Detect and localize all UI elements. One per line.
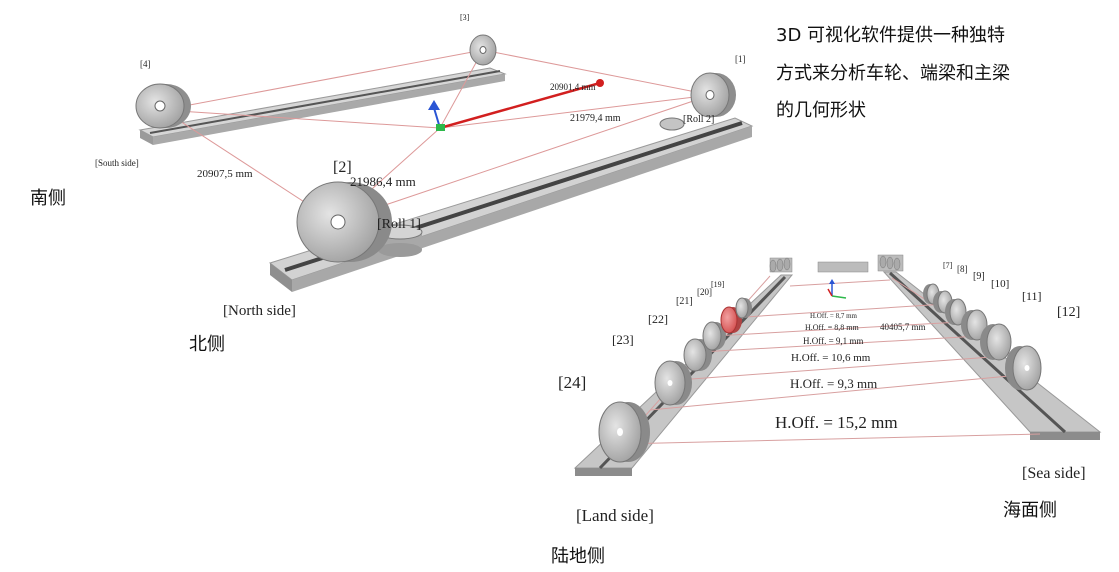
wheel-9: [945, 298, 967, 326]
wheel-2: [296, 181, 392, 263]
wheel-label-3: [3]: [460, 13, 470, 22]
cn-land-label: 陆地侧: [551, 546, 605, 567]
offset-label-6: H.Off. = 15,2 mm: [775, 413, 898, 432]
far-wheels-right: [879, 255, 901, 271]
far-wheels-left: [769, 257, 791, 273]
measurement-lines: [162, 49, 712, 223]
wheel-label-8: [8]: [957, 264, 968, 274]
wheel-4: [135, 83, 191, 129]
wheel-label-4: [4]: [140, 59, 151, 69]
bottom-view: [7] [8] [9] [10] [11] [12] [19] [20] [21…: [551, 254, 1102, 567]
cn-south-label: 南侧: [30, 188, 66, 209]
south-rail: [138, 67, 507, 145]
offset-label-5: H.Off. = 9,3 mm: [790, 376, 877, 391]
wheel-label-10: [10]: [991, 278, 1009, 290]
wheel-label-21: [21]: [676, 296, 693, 307]
red-marker: [596, 79, 604, 87]
offset-label-distance: 40405,7 mm: [880, 322, 926, 332]
offset-label-3: H.Off. = 9,1 mm: [803, 336, 863, 346]
distance-label-3: 20907,5 mm: [197, 168, 253, 180]
distance-label-1: 20901,4 mm: [550, 82, 596, 92]
roll-label-2: [Roll 2]: [683, 114, 714, 125]
wheel-24: [598, 401, 650, 463]
wheel-label-20: [20]: [697, 287, 712, 297]
wheel-label-11: [11]: [1022, 289, 1042, 303]
caption-line-2: 方式来分析车轮、端梁和主梁: [776, 63, 1010, 84]
red-measure-line: [439, 81, 601, 130]
axis-gizmo-bottom: [827, 279, 847, 299]
land-side-label: [Land side]: [576, 506, 654, 525]
wheel-label-12: [12]: [1057, 305, 1080, 320]
wheel-label-24: [24]: [558, 373, 586, 392]
wheel-label-2: [2]: [333, 159, 352, 176]
wheel-21: [702, 321, 726, 351]
top-view: [4] [3] [1] [2] [Roll 1] [Roll 2] [South…: [30, 13, 754, 355]
roll-2: [659, 117, 685, 131]
wheel-19: [735, 297, 752, 319]
wheel-label-22: [22]: [648, 312, 668, 326]
wheel-label-9: [9]: [973, 271, 985, 282]
wheel-label-19: [19]: [711, 280, 725, 289]
offset-label-1: H.Off. = 8,7 mm: [810, 312, 858, 320]
cn-north-label: 北侧: [189, 334, 225, 355]
wheel-1: [690, 72, 736, 118]
offset-label-4: H.Off. = 10,6 mm: [791, 352, 871, 364]
distance-label-2: 21979,4 mm: [570, 113, 621, 124]
wheel-label-23: [23]: [612, 332, 634, 347]
wheel-3: [469, 34, 497, 66]
offset-label-2: H.Off. = 8,8 mm: [805, 323, 859, 332]
wheel-label-7: [7]: [943, 261, 953, 270]
caption: 3D 可视化软件提供一种独特 方式来分析车轮、端梁和主梁 的几何形状: [776, 25, 1010, 121]
north-side-label: [North side]: [223, 303, 296, 319]
caption-line-1: 3D 可视化软件提供一种独特: [776, 25, 1005, 46]
sea-side-label: [Sea side]: [1022, 465, 1086, 482]
roll-label-1: [Roll 1]: [377, 217, 421, 232]
cn-sea-label: 海面侧: [1003, 500, 1057, 521]
distance-label-4: 21986,4 mm: [350, 174, 416, 189]
wheel-11: [980, 323, 1012, 361]
wheel-23: [654, 360, 692, 406]
wheel-12: [1005, 345, 1042, 391]
axis-gizmo-top: [428, 100, 445, 131]
caption-line-3: 的几何形状: [776, 100, 866, 121]
wheel-22: [683, 338, 712, 372]
wheel-label-1: [1]: [735, 54, 746, 64]
south-side-label: [South side]: [95, 158, 139, 168]
